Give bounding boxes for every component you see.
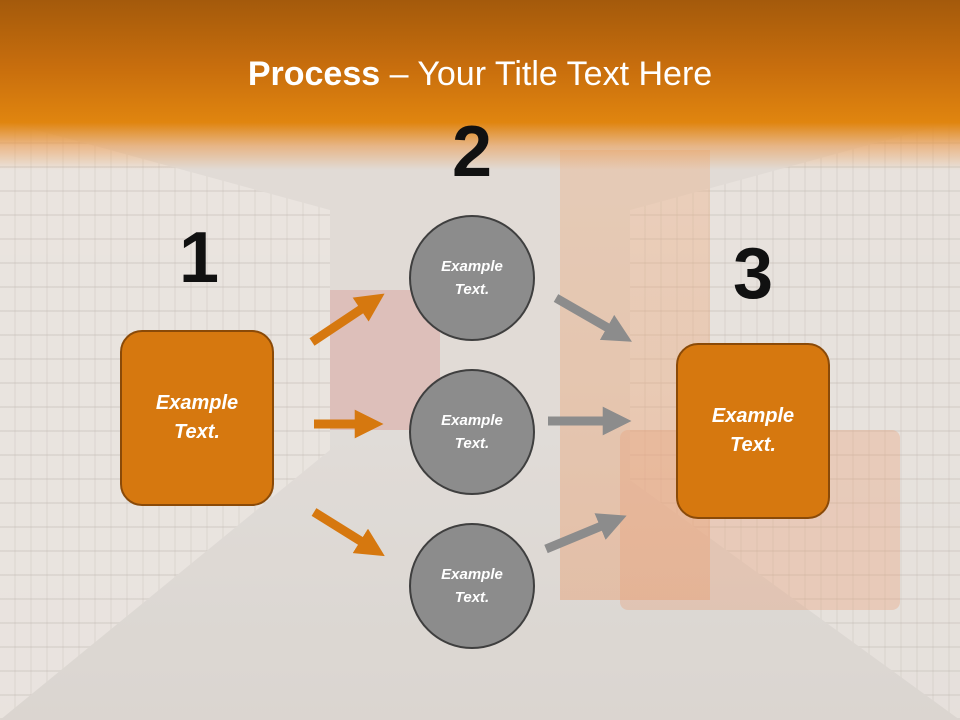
circle-top: Example Text. <box>409 215 535 341</box>
arrow-from-bottom-circle <box>544 513 627 554</box>
step-1-box: Example Text. <box>120 330 274 506</box>
step-3-text: Example Text. <box>711 405 795 456</box>
slide-title: Process – Your Title Text Here <box>0 52 960 96</box>
title-bold: Process <box>247 55 381 93</box>
step-number-3: 3 <box>732 234 774 314</box>
circle-middle-text: Example Text. <box>441 412 503 452</box>
arrow-from-top-circle <box>553 294 632 342</box>
step-1-text: Example Text. <box>155 392 239 443</box>
step-3-box: Example Text. <box>676 343 830 519</box>
title-bar <box>0 0 960 170</box>
arrow-to-top-circle <box>309 293 385 346</box>
circle-middle: Example Text. <box>409 369 535 495</box>
title-rest: – Your Title Text Here <box>380 55 713 93</box>
step-number-2: 2 <box>451 112 493 192</box>
circle-top-text: Example Text. <box>441 258 503 298</box>
circle-bottom: Example Text. <box>409 523 535 649</box>
arrow-to-bottom-circle <box>311 508 385 557</box>
circle-bottom-text: Example Text. <box>441 566 503 606</box>
step-number-1: 1 <box>178 218 220 298</box>
